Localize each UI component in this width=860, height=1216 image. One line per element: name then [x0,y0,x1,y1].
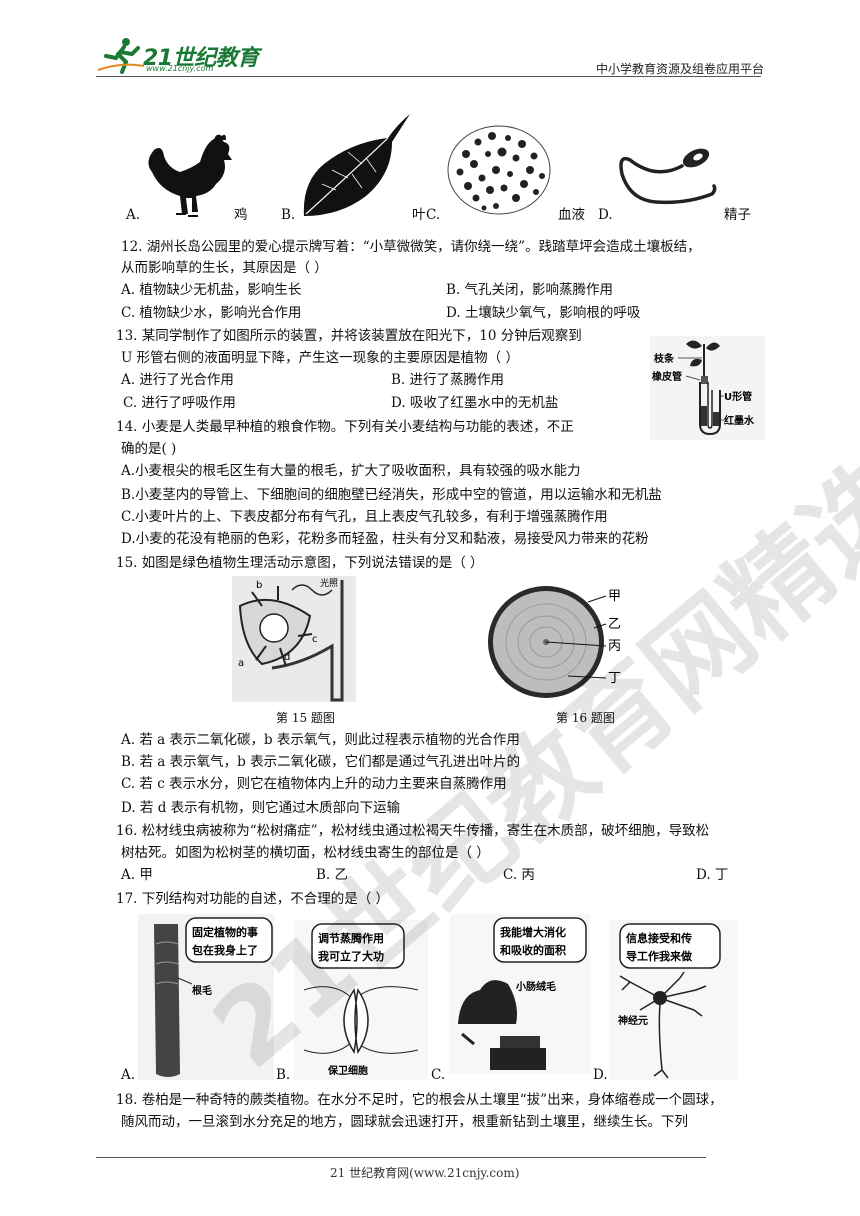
q18-stem-line2: 随风而动，一旦滚到水分充足的地方，圆球就会迅速打开，根重新钻到土壤里，继续生长。… [121,1114,688,1130]
fig13-label-rubber-tube: 橡皮管 [652,370,682,383]
q12-option-d: D. 土壤缺少氧气，影响根的呼吸 [446,305,641,321]
q14-option-c: C.小麦叶片的上、下表皮都分布有气孔，且上表皮气孔较多，有利于增强蒸腾作用 [121,509,608,525]
q14-stem-line1: 14. 小麦是人类最早种植的粮食作物。下列有关小麦结构与功能的表述，不正 [116,419,574,435]
fig16-label-ding: 丁 [608,671,621,686]
q16-option-d: D. 丁 [696,867,729,883]
bubble-a-line2: 包在我身上了 [191,943,258,957]
fig15-label-b: b [256,580,262,591]
q11-d-name: 精子 [724,207,751,223]
q12-option-a: A. 植物缺少无机盐，影响生长 [121,282,302,298]
q16-option-b: B. 乙 [316,867,349,883]
bubble-d-line2: 导工作我来做 [626,949,693,963]
q13-option-c: C. 进行了呼吸作用 [123,395,236,411]
q11-a-name: 鸡 [234,207,248,223]
q15-option-d: D. 若 d 表示有机物，则它通过木质部向下运输 [121,800,401,816]
pine-stem-cross-section-figure: 甲 乙 丙 丁 [488,586,621,698]
plant-physiology-figure: b 光照 a c d [232,576,356,702]
neuron-cartoon: 信息接受和传 导工作我来做 神经元 [610,920,738,1080]
q13-option-d: D. 吸收了红墨水中的无机盐 [391,395,559,411]
q17-option-a: A. [121,1067,136,1083]
q17-option-c: C. [431,1067,446,1083]
header-platform-text: 中小学教育资源及组卷应用平台 [596,62,765,76]
logo-text: 21世纪教育 [143,46,259,71]
q15-option-b: B. 若 a 表示氧气，b 表示二氧化碳，它们都是通过气孔进出叶片的 [121,754,521,770]
intestinal-villi-cartoon: 我能增大消化 和吸收的面积 小肠绒毛 [450,914,590,1074]
q11-c-letter: C. [426,207,441,223]
q12-stem-line1: 12. 湖州长岛公园里的爱心提示牌写着：“小草微微笑，请你绕一绕”。践踏草坪会造… [121,239,701,255]
q17-option-b: B. [276,1067,291,1083]
q13-option-b: B. 进行了蒸腾作用 [391,372,505,388]
q13-stem-line1: 13. 某同学制作了如图所示的装置，并将该装置放在阳光下，10 分钟后观察到 [116,328,582,344]
q11-c-name: 血液 [558,207,585,223]
root-hair-cartoon: 固定植物的事 包在我身上了 根毛 [138,914,274,1080]
q13-option-a: A. 进行了光合作用 [121,372,234,388]
bubble-b-line2: 我可立了大功 [318,949,384,963]
q16-option-c: C. 丙 [503,867,535,883]
fig16-caption: 第 16 题图 [556,711,615,725]
fig13-label-branch: 枝条 [653,352,675,365]
fig16-label-jia: 甲 [608,589,621,604]
q11-a-letter: A. [126,207,141,223]
footer-divider [96,1157,706,1158]
q14-option-b: B.小麦茎内的导管上、下细胞间的细胞壁已经消失，形成中空的管道，用以运输水和无机… [121,487,662,503]
q18-stem-line1: 18. 卷柏是一种奇特的蕨类植物。在水分不足时，它的根会从土壤里“拔”出来，身体… [116,1092,723,1108]
q12-option-b: B. 气孔关闭，影响蒸腾作用 [446,282,614,298]
label-b: 保卫细胞 [327,1064,368,1077]
fig15-label-d: d [284,652,290,663]
sperm-image [619,148,717,205]
label-c: 小肠绒毛 [515,980,556,993]
q15-option-c: C. 若 c 表示水分，则它在植物体内上升的动力主要来自蒸腾作用 [121,776,507,792]
q14-option-a: A.小麦根尖的根毛区生有大量的根毛，扩大了吸收面积，具有较强的吸水能力 [121,463,581,479]
q16-stem-line2: 树枯死。如图为松树茎的横切面，松材线虫寄生的部位是（ ） [121,845,490,861]
q16-stem-line1: 16. 松材线虫病被称为“松树痛症”，松材线虫通过松褐天牛传播，寄生在木质部，破… [116,823,710,839]
bubble-b-line1: 调节蒸腾作用 [318,931,384,945]
q16-option-a: A. 甲 [121,867,153,883]
q17-stem: 17. 下列结构对功能的自述，不合理的是（ ） [116,891,390,907]
leaf-image [303,114,410,216]
logo-url: www.21cnjy.com [146,64,214,73]
u-tube-apparatus-figure: 枝条 橡皮管 U形管 红墨水 [650,336,765,440]
q17-option-d: D. [593,1067,608,1083]
fig15-caption: 第 15 题图 [276,711,335,725]
fig16-label-yi: 乙 [608,617,621,632]
header-divider [96,76,761,77]
label-a: 根毛 [192,984,212,997]
q11-b-letter: B. [281,207,296,223]
bubble-a-line1: 固定植物的事 [192,925,258,939]
q12-stem-line2: 从而影响草的生长，其原因是（ ） [121,260,328,276]
q14-option-d: D.小麦的花没有艳丽的色彩，花粉多而轻盈，柱头有分叉和黏液，易接受风力带来的花粉 [121,531,649,547]
bubble-c-line1: 我能增大消化 [500,925,566,939]
guard-cell-cartoon: 调节蒸腾作用 我可立了大功 保卫细胞 [294,920,428,1080]
footer-text: 21 世纪教育网(www.21cnjy.com) [330,1166,520,1180]
bubble-d-line1: 信息接受和传 [626,931,692,945]
fig15-label-c: c [312,634,318,645]
fig13-label-u-tube: U形管 [724,390,752,403]
q13-stem-line2: U 形管右侧的液面明显下降，产生这一现象的主要原因是植物（ ） [121,350,519,366]
blood-cells-image [447,125,551,215]
q11-b-name: 叶 [412,207,426,223]
fig16-label-bing: 丙 [608,639,621,654]
q15-stem: 15. 如图是绿色植物生理活动示意图，下列说法错误的是（ ） [116,555,484,571]
label-d: 神经元 [618,1014,648,1027]
q15-option-a: A. 若 a 表示二氧化碳，b 表示氧气，则此过程表示植物的光合作用 [121,732,520,748]
logo-runner-icon [97,38,145,74]
q12-option-c: C. 植物缺少水，影响光合作用 [121,305,302,321]
q14-stem-line2: 确的是( ) [121,441,177,457]
fig15-label-a: a [238,658,244,669]
fig15-label-light: 光照 [320,577,338,589]
q11-d-letter: D. [598,207,613,223]
bubble-c-line2: 和吸收的面积 [500,943,566,957]
fig13-label-red-ink: 红墨水 [724,414,755,427]
rooster-image [148,134,232,217]
